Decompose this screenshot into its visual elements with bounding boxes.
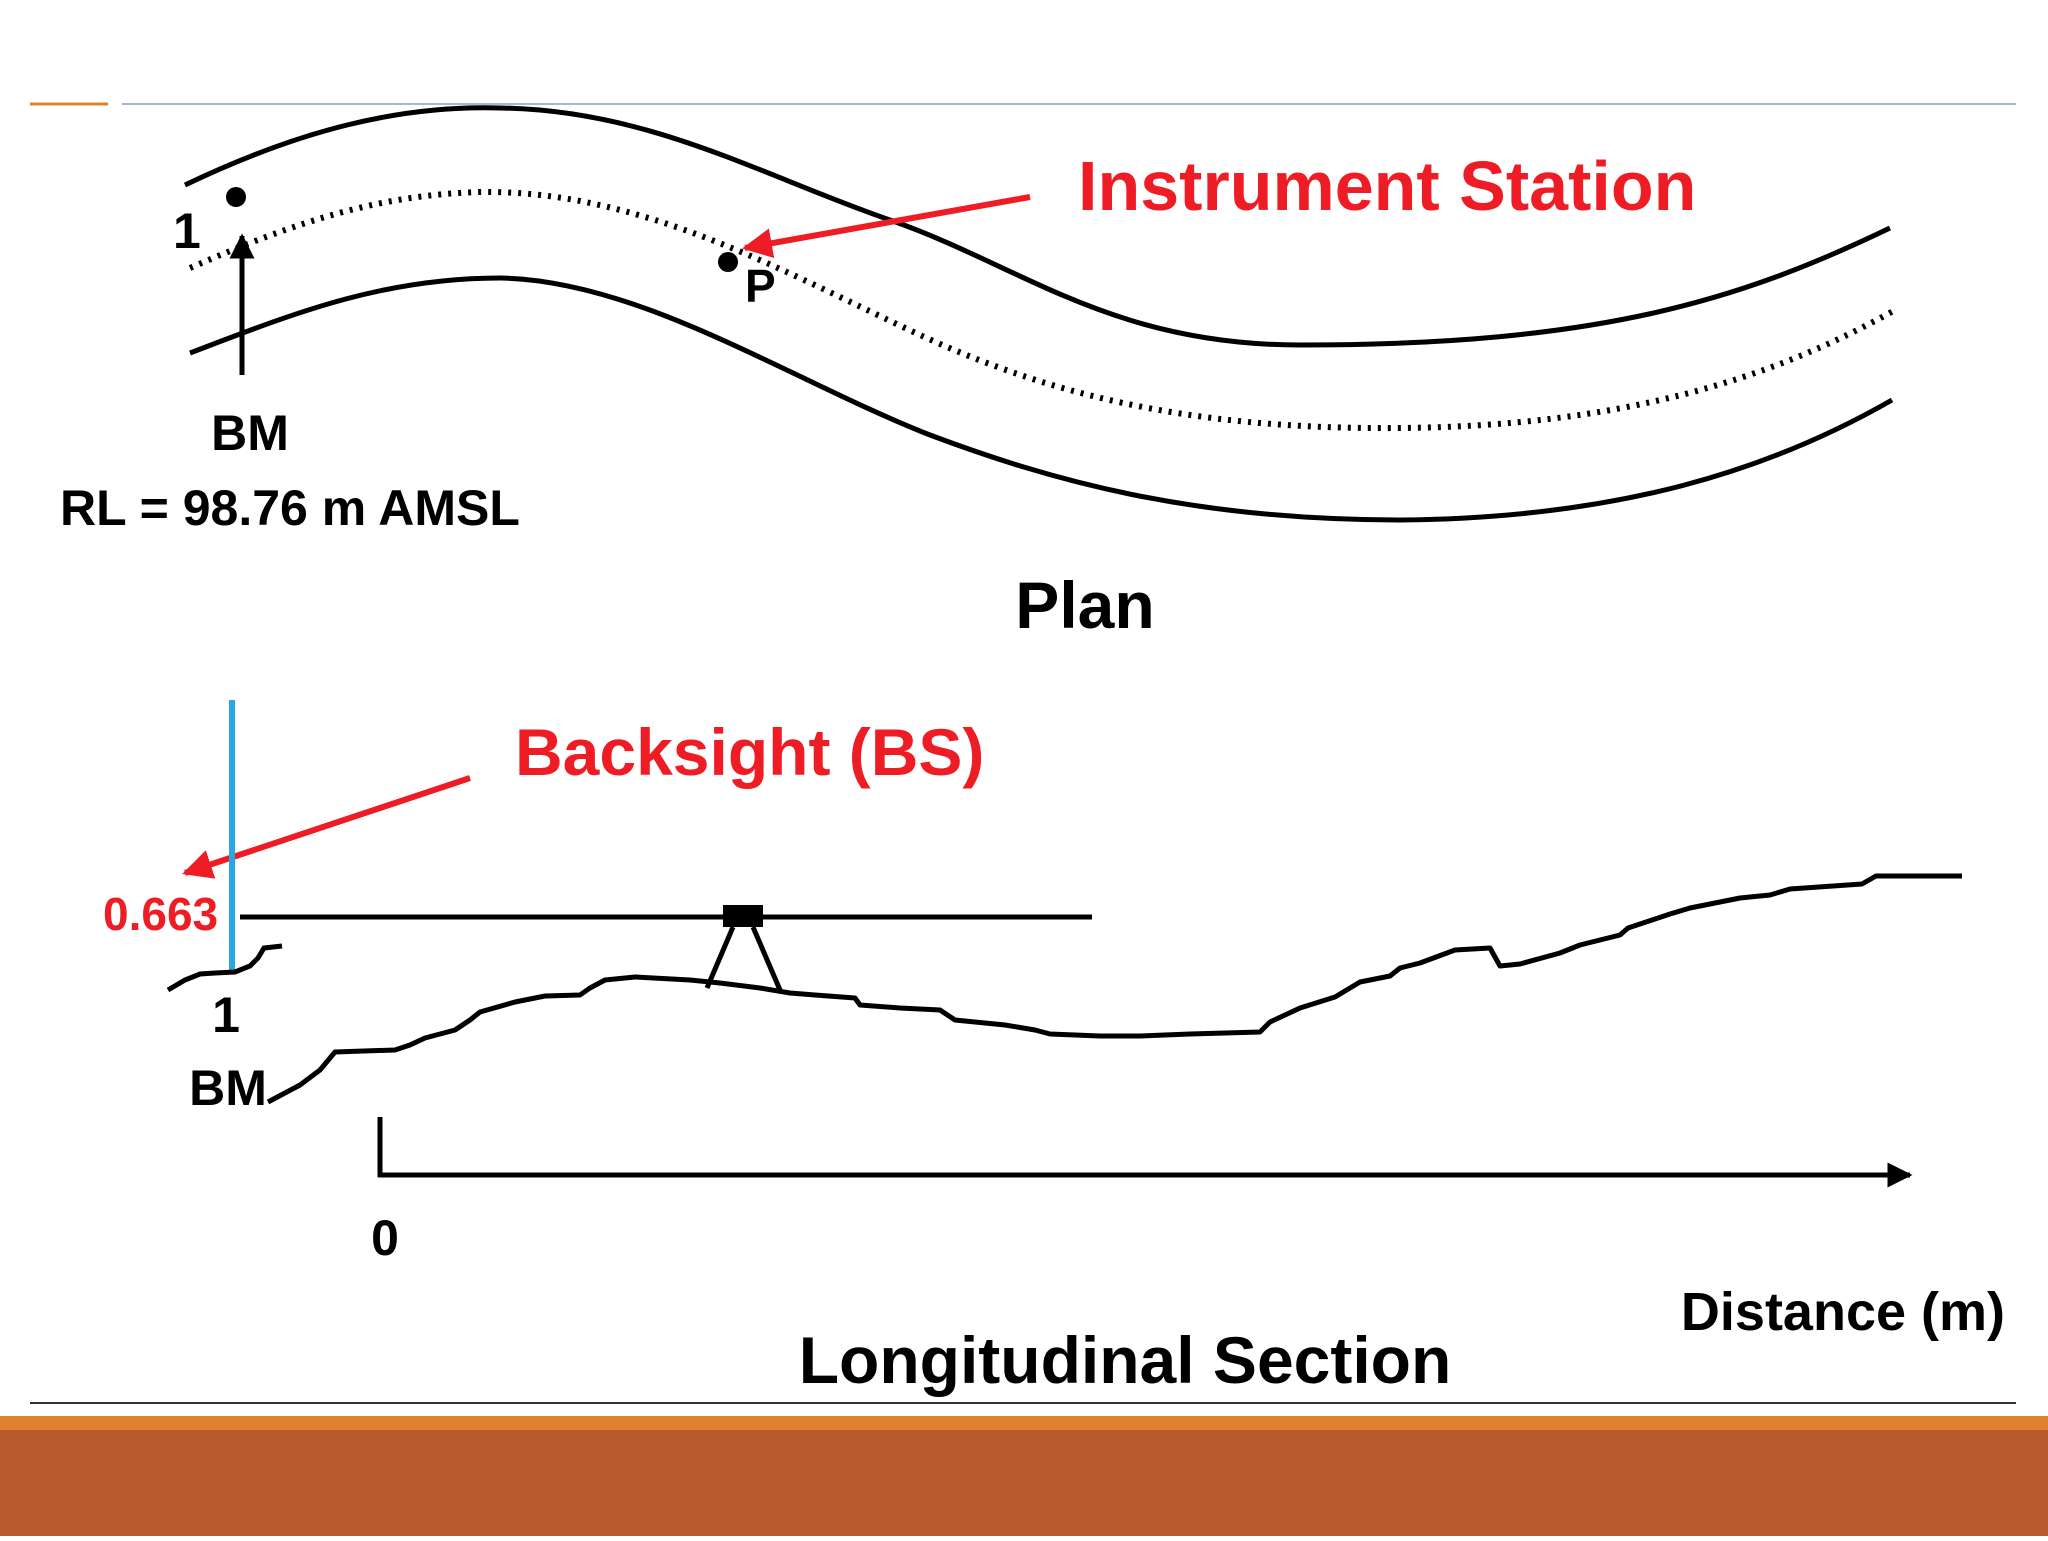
instrument-station-arrow [742,194,1031,259]
footer-band [0,1430,2048,1536]
instrument-station-label: Instrument Station [1078,147,1696,225]
road-centerline [188,188,1897,432]
section-point-1-label: 1 [212,987,240,1043]
bm-ground-profile [166,943,283,993]
road-edge-upper [183,105,1892,348]
road-edge-lower [189,275,1894,523]
bm-label: BM [211,405,289,461]
distance-axis-label: Distance (m) [1681,1282,2005,1342]
station-p-marker [718,252,738,272]
section-view: Backsight (BS) 0.663 1 BM 0 Distance (m)… [103,700,2005,1397]
rl-label: RL = 98.76 m AMSL [60,480,520,536]
origin-label: 0 [371,1210,399,1266]
backsight-arrow [182,775,471,879]
station-p-label: P [745,260,776,312]
tripod-leg-right [750,926,783,991]
section-title: Longitudinal Section [799,1323,1452,1397]
point-1-marker [226,187,246,207]
footer-stripe [0,1416,2048,1430]
instrument-head [723,905,763,927]
level-instrument [704,905,783,991]
ground-profile [266,873,1962,1105]
point-1-label: 1 [173,203,201,259]
tripod-leg-left [704,926,736,989]
staff-reading: 0.663 [103,888,218,940]
plan-view: 1 BM RL = 98.76 m AMSL P Instrument Stat… [60,105,1897,642]
backsight-label: Backsight (BS) [515,715,984,789]
section-bm-label: BM [189,1060,267,1116]
plan-title: Plan [1015,568,1154,642]
